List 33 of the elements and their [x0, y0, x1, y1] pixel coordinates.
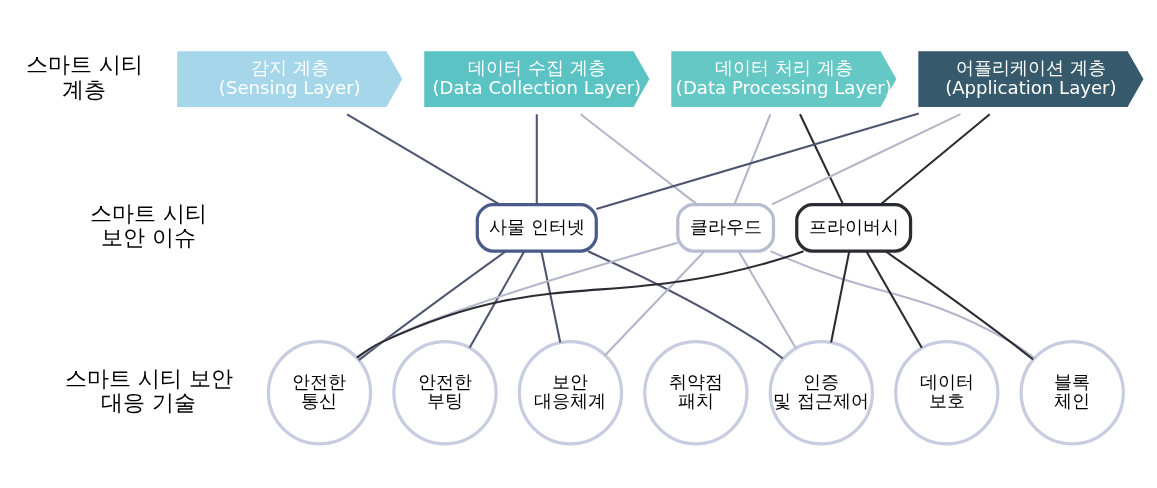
connector	[587, 250, 784, 360]
connector	[737, 250, 797, 349]
connector	[356, 241, 678, 359]
label: 스마트 시티 계층	[25, 52, 143, 102]
node-box: 클라우드	[676, 202, 776, 253]
connector	[865, 250, 923, 349]
node-box: 사물 인터넷	[475, 202, 598, 253]
node-circle: 블록 체인	[1019, 340, 1125, 446]
node-circle: 취약점 패치	[643, 340, 749, 446]
connector	[770, 250, 1036, 359]
connector	[771, 113, 961, 206]
node-circle: 인증 및 접근제어	[768, 340, 875, 446]
label: 스마트 시티 보안 이슈	[90, 200, 208, 251]
node-box: 프라이버시	[795, 202, 913, 253]
connector	[830, 251, 851, 343]
connector	[733, 113, 772, 205]
connector	[880, 113, 991, 205]
node-circle: 데이터 보호	[894, 340, 1000, 446]
connector	[540, 251, 562, 343]
connector	[468, 250, 526, 349]
node-circle: 안전한 부팅	[392, 340, 498, 446]
node-circle: 안전한 통신	[266, 340, 373, 446]
connector	[799, 113, 844, 205]
node-circle: 보안 대응체계	[517, 340, 624, 446]
connector	[356, 250, 804, 359]
connector	[579, 113, 698, 205]
connector	[346, 113, 500, 206]
connector	[358, 250, 507, 361]
connector	[885, 250, 1034, 361]
label: 스마트 시티 보안 대응 기술	[64, 365, 233, 416]
connector	[604, 250, 706, 356]
connector	[596, 112, 920, 210]
connector	[535, 114, 538, 205]
